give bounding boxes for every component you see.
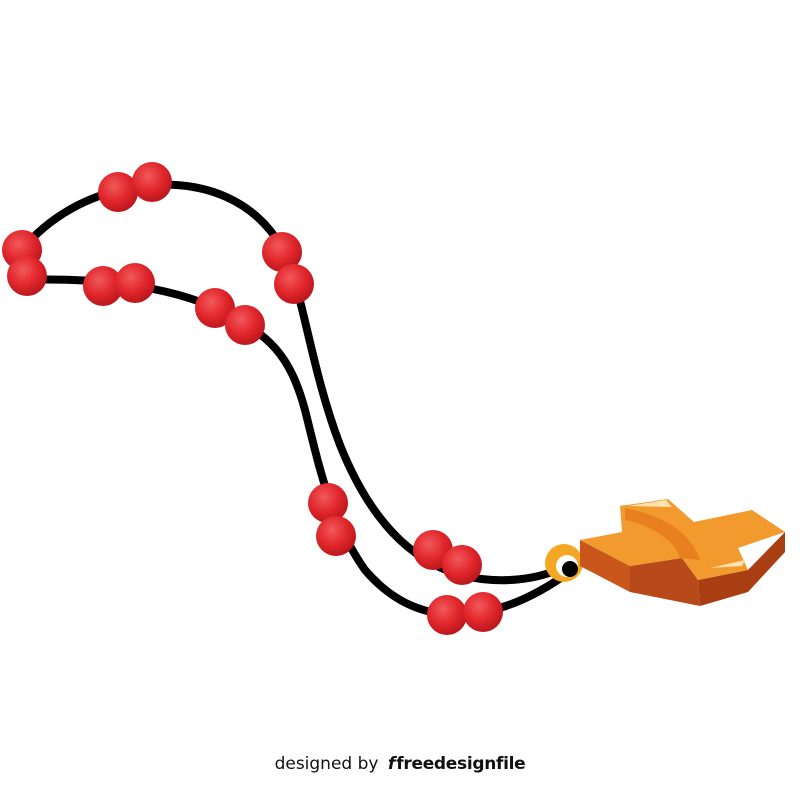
watermark-prefix: designed by	[274, 754, 379, 774]
bead	[7, 256, 47, 296]
bead	[274, 264, 314, 304]
bead	[132, 162, 172, 202]
inner-cord	[18, 275, 576, 619]
cross-pendant	[545, 499, 785, 606]
bead	[316, 516, 356, 556]
bead	[308, 483, 348, 523]
bead	[225, 305, 265, 345]
bead	[83, 266, 123, 306]
cross-side-left	[580, 540, 630, 592]
watermark-brand: freedesignfile	[396, 754, 526, 774]
bead	[463, 592, 503, 632]
beads	[2, 162, 503, 635]
bead	[115, 263, 155, 303]
cross-side-bottom	[630, 558, 700, 606]
bead	[195, 288, 235, 328]
cross-side-right	[698, 532, 785, 606]
bead	[262, 232, 302, 272]
watermark: designed by ffreedesignfile	[0, 754, 800, 774]
bead	[427, 595, 467, 635]
bead	[98, 172, 138, 212]
bead	[442, 545, 482, 585]
freedesignfile-logo-icon: f	[387, 754, 396, 774]
